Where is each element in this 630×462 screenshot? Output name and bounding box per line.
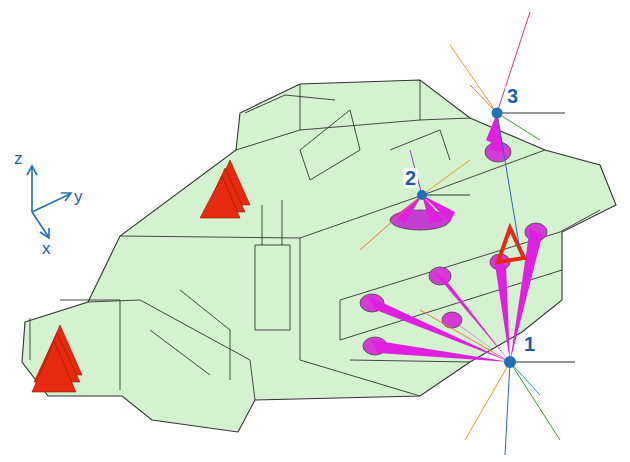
measure-points (417, 108, 516, 369)
part-edges (30, 80, 600, 400)
callout-number: 3 (505, 86, 520, 106)
direction-rays (360, 12, 575, 455)
probe-beams (368, 113, 542, 362)
axis-label: x (40, 240, 53, 257)
callout-number: 1 (522, 334, 537, 354)
part-body (22, 80, 616, 432)
callout-number: 2 (403, 168, 418, 188)
axis-triad (27, 166, 71, 238)
axis-label: z (12, 150, 25, 167)
axis-label: y (72, 188, 85, 205)
support-cones (32, 160, 524, 392)
